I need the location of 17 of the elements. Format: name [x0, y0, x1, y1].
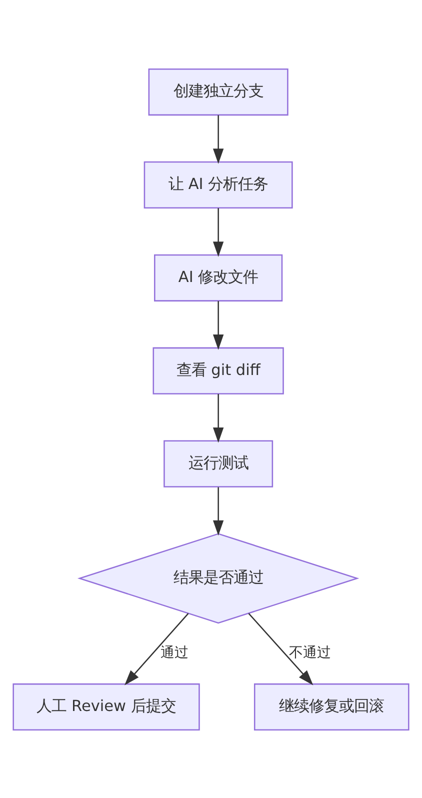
edge-label: 不通过: [288, 644, 331, 661]
arrow: [124, 612, 189, 685]
node-box: 查看 git diff: [152, 346, 284, 394]
node-box: 继续修复或回滚: [254, 682, 410, 730]
node-box: 让 AI 分析任务: [144, 160, 293, 208]
edge-label: 通过: [160, 644, 188, 661]
node-box: 运行测试: [164, 440, 274, 487]
arrow: [212, 300, 224, 350]
node-diamond: 结果是否通过: [77, 532, 360, 624]
node-box: AI 修改文件: [154, 254, 283, 301]
arrow: [248, 612, 314, 685]
arrow: [212, 208, 224, 256]
arrow: [212, 394, 224, 442]
node-box: 创建独立分支: [148, 68, 288, 116]
arrow: [212, 486, 224, 536]
arrow: [212, 114, 224, 164]
node-box: 人工 Review 后提交: [12, 682, 200, 730]
